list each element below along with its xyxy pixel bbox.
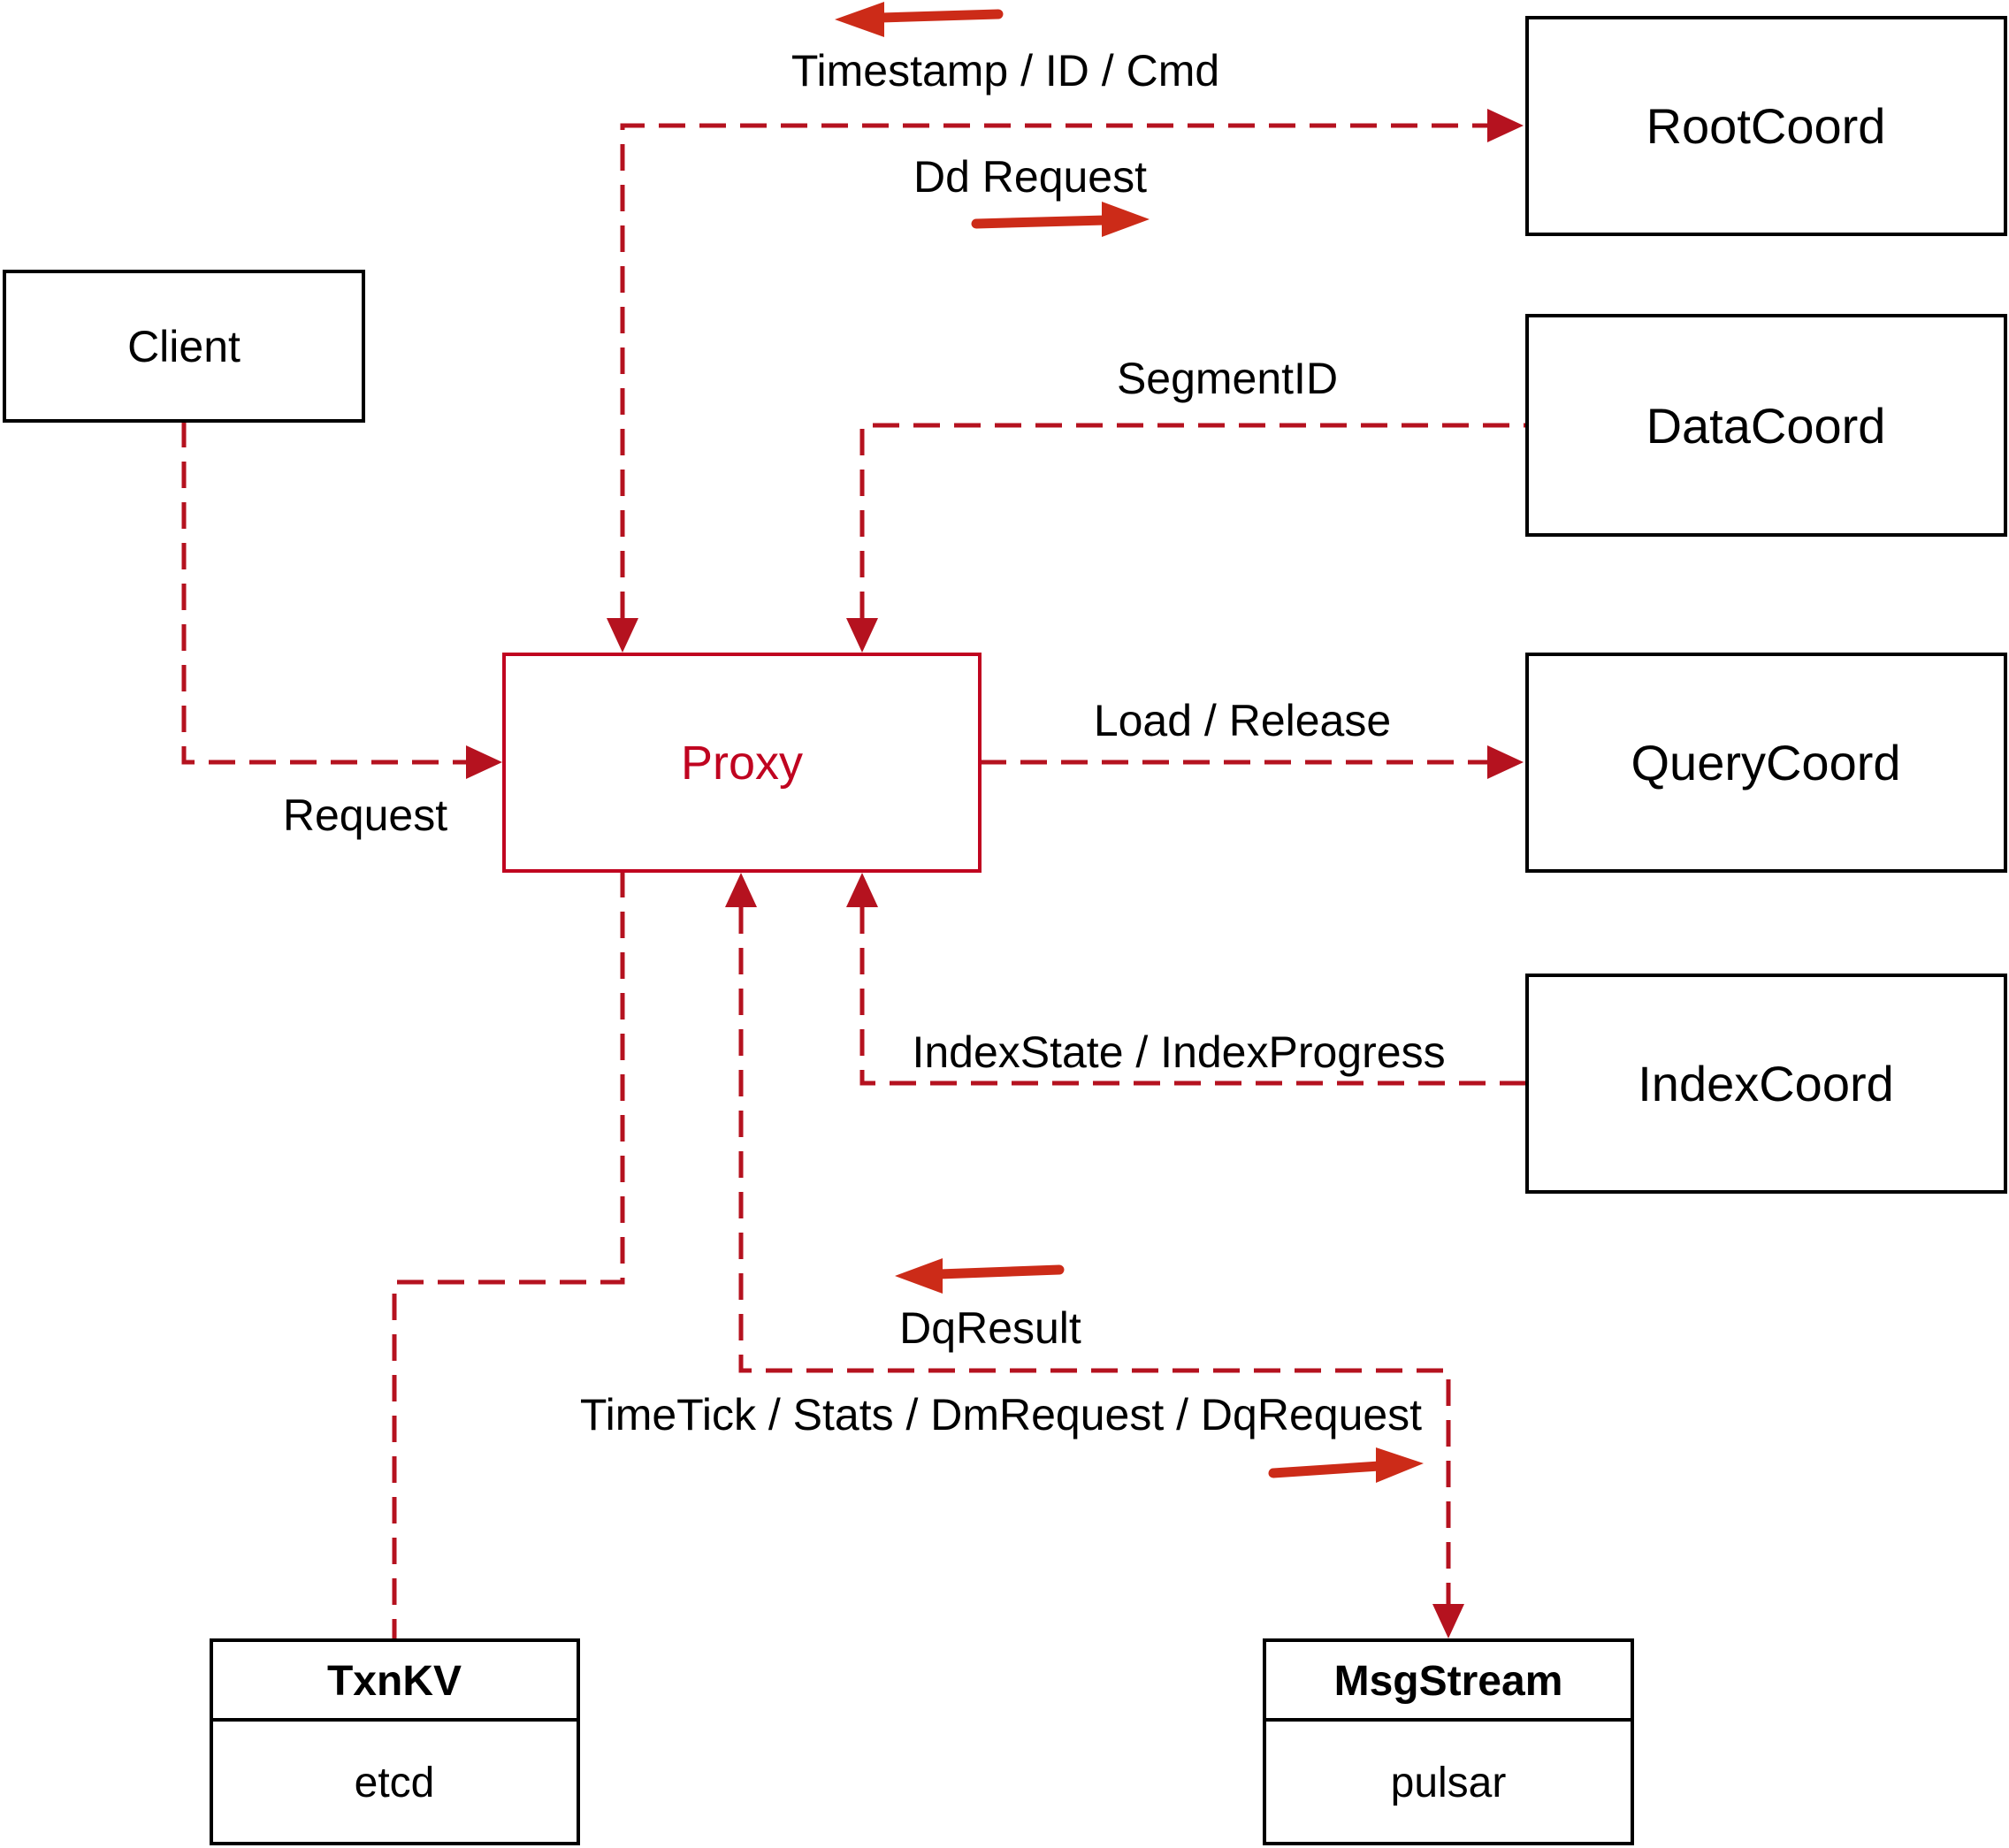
label-timetick: TimeTick / Stats / DmRequest / DqRequest: [580, 1390, 1422, 1439]
rootcoord-node: [1525, 16, 2007, 236]
txnkv-title: TxnKV: [327, 1658, 462, 1705]
proxy-node: [502, 653, 982, 873]
datacoord-label: DataCoord: [1646, 398, 1886, 454]
arrowhead-msgstream-into-proxy-icon: [725, 873, 757, 907]
label-dd-request: Dd Request: [913, 152, 1147, 202]
rootcoord-label: RootCoord: [1646, 98, 1886, 154]
arrowhead-into-querycoord-icon: [1487, 745, 1524, 779]
msgstream-title: MsgStream: [1334, 1658, 1563, 1705]
edge-datacoord-proxy: [859, 423, 1527, 618]
querycoord-label: QueryCoord: [1631, 735, 1900, 790]
edge-proxy-txnkv: [392, 871, 625, 1640]
proxy-label: Proxy: [681, 737, 803, 790]
indexcoord-label: IndexCoord: [1638, 1056, 1894, 1111]
querycoord-node: [1525, 653, 2007, 873]
arrow-dd-request-right-icon: [971, 202, 1150, 237]
txnkv-subtitle: etcd: [355, 1760, 435, 1806]
msgstream-node: [1263, 1638, 1634, 1845]
client-node: [3, 270, 365, 423]
arrowhead-rootcoord-into-proxy-icon: [607, 618, 638, 653]
label-dq-result: DqResult: [899, 1303, 1081, 1353]
arrowhead-into-rootcoord-icon: [1487, 109, 1524, 142]
arrowhead-request-into-proxy-icon: [466, 745, 502, 779]
indexcoord-node: [1525, 974, 2007, 1194]
arrowhead-datacoord-into-proxy-icon: [846, 618, 878, 653]
arrow-dq-result-left-icon: [895, 1258, 1065, 1294]
label-load-release: Load / Release: [1094, 696, 1391, 745]
arrow-timetick-right-icon: [1268, 1447, 1424, 1483]
label-index-state: IndexState / IndexProgress: [912, 1027, 1445, 1077]
txnkv-node: [210, 1638, 580, 1845]
edge-client-proxy: [181, 421, 466, 765]
arrowhead-into-msgstream-icon: [1432, 1604, 1464, 1638]
client-label: Client: [127, 322, 241, 371]
datacoord-node: [1525, 314, 2007, 537]
edge-indexcoord-proxy: [859, 907, 1527, 1086]
arrow-timestamp-left-icon: [835, 2, 1004, 37]
arrowhead-indexcoord-into-proxy-icon: [846, 873, 878, 907]
label-request: Request: [283, 790, 447, 840]
msgstream-subtitle: pulsar: [1391, 1760, 1507, 1806]
edge-proxy-rootcoord: [620, 123, 1487, 618]
edge-proxy-msgstream: [738, 907, 1451, 1604]
label-segment-id: SegmentID: [1117, 354, 1338, 403]
label-timestamp-id-cmd: Timestamp / ID / Cmd: [791, 46, 1219, 95]
